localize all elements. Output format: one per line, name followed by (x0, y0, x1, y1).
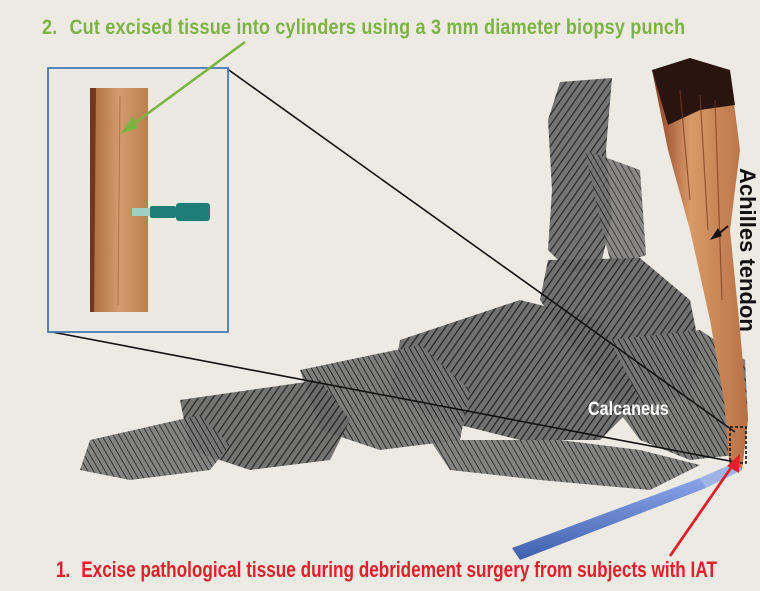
step-1-text: Excise pathological tissue during debrid… (81, 557, 717, 582)
inset-panel (48, 68, 228, 332)
step-2-text: Cut excised tissue into cylinders using … (69, 16, 685, 39)
step-2-caption: 2. Cut excised tissue into cylinders usin… (42, 16, 685, 40)
calcaneus-label: Calcaneus (588, 399, 669, 421)
achilles-tendon-label: Achilles tendon (734, 168, 760, 332)
tibia-sketch (548, 78, 646, 272)
step-2-number: 2. (42, 16, 57, 39)
step-1-caption: 1. Excise pathological tissue during debr… (56, 557, 717, 583)
step-1-number: 1. (56, 557, 70, 582)
